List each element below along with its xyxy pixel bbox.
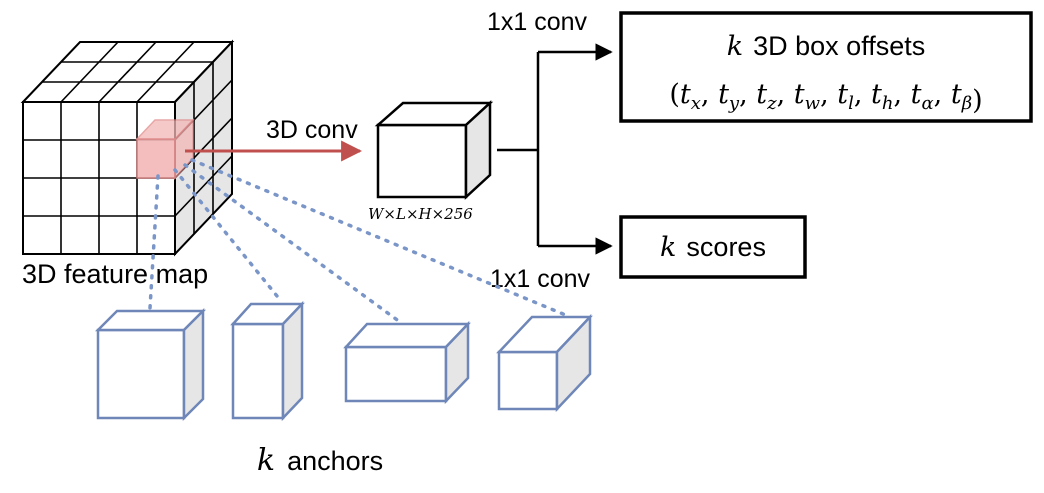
anchor-box-2 xyxy=(230,300,305,422)
branch-lines xyxy=(497,43,613,255)
anchor-box-4 xyxy=(496,313,593,413)
box-offsets-formula: (tx, ty, tz, tw, tl, th, tα, tβ) xyxy=(669,79,982,116)
anchor-connectors xyxy=(148,158,570,324)
box-offsets-k: k xyxy=(727,31,743,62)
conv-output-dims: W×L×H×256 xyxy=(368,205,473,223)
scores-label: scores xyxy=(686,232,766,262)
scores-k: k xyxy=(660,232,676,263)
anchor-box-1 xyxy=(94,307,207,422)
box-offsets-box xyxy=(619,11,1033,123)
bottom-conv-label: 1x1 conv xyxy=(490,265,591,293)
feature-map-cube xyxy=(20,39,235,257)
conv-output-cube xyxy=(374,100,494,200)
top-conv-label: 1x1 conv xyxy=(487,8,588,36)
anchors-text: anchors xyxy=(287,446,383,476)
anchors-k: k xyxy=(257,443,275,478)
feature-map-label: 3D feature map xyxy=(22,259,208,289)
scores-box xyxy=(619,215,807,279)
anchor-box-3 xyxy=(343,320,471,405)
highlighted-cell xyxy=(135,118,195,180)
box-offsets-title: k 3D box offsets xyxy=(727,31,925,62)
conv3d-label: 3D conv xyxy=(266,116,358,144)
anchors-label: k anchors xyxy=(257,443,383,478)
box-offsets-text: 3D box offsets xyxy=(753,31,925,61)
